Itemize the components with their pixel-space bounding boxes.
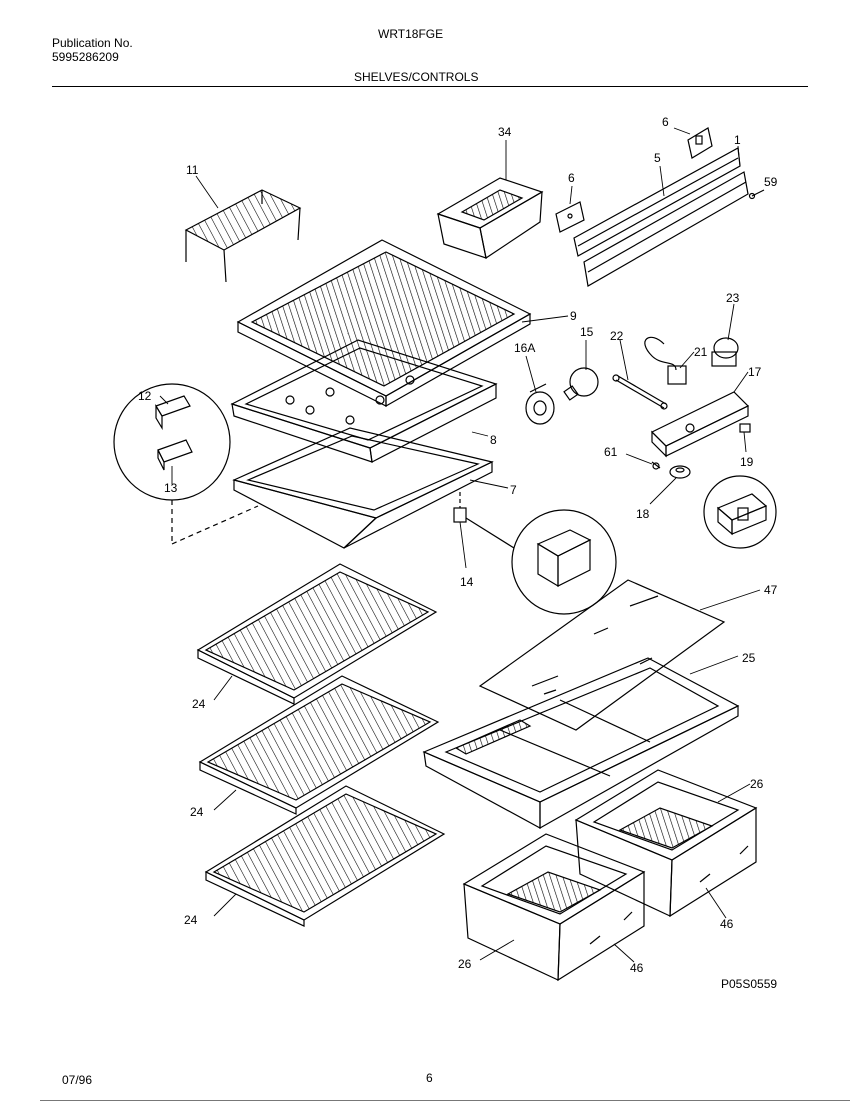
callout-19: 19 xyxy=(740,455,754,469)
tray-7 xyxy=(232,427,494,549)
callout-18: 18 xyxy=(636,507,650,521)
callout-9: 9 xyxy=(570,309,577,323)
callout-34: 34 xyxy=(498,125,512,139)
shelf-frame-8 xyxy=(230,339,498,463)
header-rule xyxy=(52,86,808,87)
callout-23: 23 xyxy=(726,291,740,305)
callout-6-top: 6 xyxy=(662,115,669,129)
wire-shelf-24-top xyxy=(196,563,438,705)
thermostat-23 xyxy=(711,337,739,367)
light-socket-16A xyxy=(525,383,555,425)
bracket-6-top xyxy=(687,127,713,159)
callout-21: 21 xyxy=(694,345,708,359)
callout-24-middle: 24 xyxy=(190,805,204,819)
wire-rack-11 xyxy=(184,189,302,283)
shelf-9 xyxy=(236,239,532,408)
callout-59: 59 xyxy=(764,175,778,189)
callout-46-right: 46 xyxy=(720,917,734,931)
section-title: SHELVES/CONTROLS xyxy=(354,70,479,84)
callout-26-right: 26 xyxy=(750,777,764,791)
figure-code: P05S0559 xyxy=(721,977,778,991)
page-number: 6 xyxy=(426,1071,433,1085)
publication-number: 5995286209 xyxy=(52,50,119,64)
light-bulb-15 xyxy=(563,367,599,401)
control-trim-1 xyxy=(583,171,749,287)
rod-22 xyxy=(612,374,668,410)
control-housing-17 xyxy=(650,391,750,458)
butter-bin-34 xyxy=(436,177,544,259)
callout-26-left: 26 xyxy=(458,957,472,971)
callout-6-lower: 6 xyxy=(568,171,575,185)
callout-47: 47 xyxy=(764,583,778,597)
footer-rule xyxy=(40,1100,850,1101)
callout-17: 17 xyxy=(748,365,762,379)
screw-61 xyxy=(651,461,661,470)
clip-14 xyxy=(453,492,467,523)
knob-18 xyxy=(669,465,691,479)
callout-24-bottom: 24 xyxy=(184,913,198,927)
detail-circle-14 xyxy=(465,509,617,615)
crisper-cover-25 xyxy=(422,657,740,830)
callout-25: 25 xyxy=(742,651,756,665)
wire-shelf-24-bottom xyxy=(204,785,446,927)
crisper-drawer-26-left xyxy=(462,833,646,982)
callout-22: 22 xyxy=(610,329,624,343)
callout-24-top: 24 xyxy=(192,697,206,711)
callout-labels: 11 34 6 6 5 1 59 9 15 16A 22 23 21 17 12… xyxy=(138,115,778,975)
callout-11: 11 xyxy=(186,163,199,177)
callout-7: 7 xyxy=(510,483,517,497)
wire-shelf-24-middle xyxy=(198,675,440,815)
model-number: WRT18FGE xyxy=(378,27,444,41)
callout-15: 15 xyxy=(580,325,594,339)
switch-21 xyxy=(644,336,687,385)
leader-lines xyxy=(159,127,761,963)
screw-59 xyxy=(748,189,765,200)
callout-46-left: 46 xyxy=(630,961,644,975)
callout-61: 61 xyxy=(604,445,618,459)
callout-12: 12 xyxy=(138,389,152,403)
callout-5: 5 xyxy=(654,151,661,165)
detail-circle-12-13 xyxy=(113,383,259,545)
callout-16A: 16A xyxy=(514,341,535,355)
callout-14: 14 xyxy=(460,575,474,589)
crisper-drawer-26-right xyxy=(574,769,758,918)
publication-date: 07/96 xyxy=(62,1073,93,1087)
callout-13: 13 xyxy=(164,481,178,495)
switch-19 xyxy=(739,423,751,433)
publication-label: Publication No. xyxy=(52,36,133,50)
detail-circle-19 xyxy=(703,475,777,549)
bracket-6-lower xyxy=(555,201,585,233)
callout-8: 8 xyxy=(490,433,497,447)
callout-1: 1 xyxy=(734,133,741,147)
glass-panel-47 xyxy=(478,579,726,731)
